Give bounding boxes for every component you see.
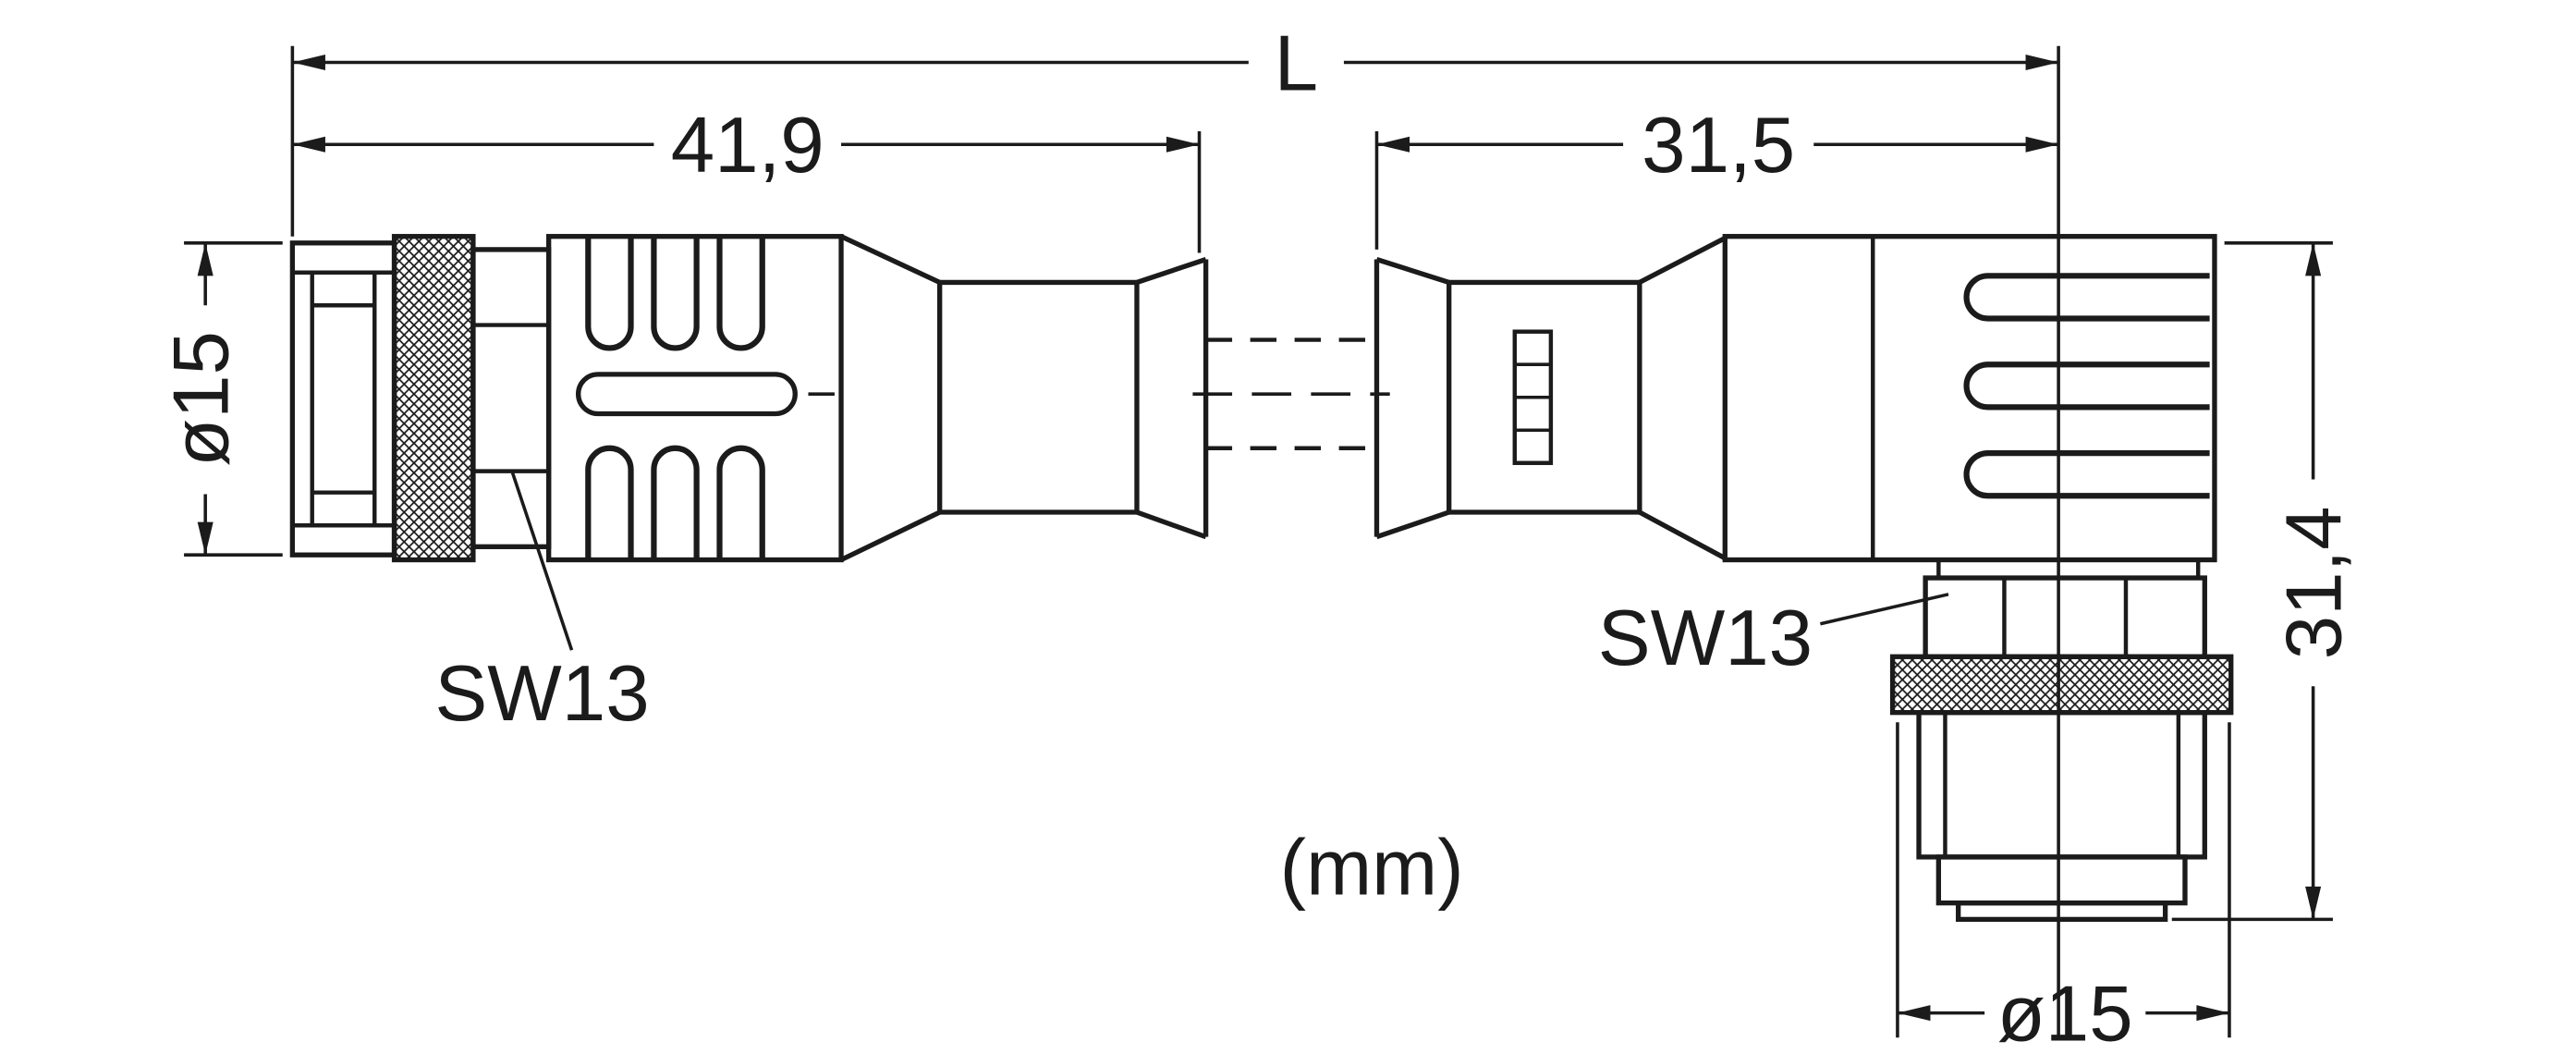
male-angled-connector-drawing	[1373, 234, 2234, 923]
left-wrench-leader	[510, 472, 574, 651]
dimension-overall-length	[290, 45, 2060, 1038]
right-boot	[1373, 257, 1640, 540]
dim-label-right-connector-length: 31,5	[1642, 102, 1795, 190]
label-left-wrench-size: SW13	[434, 650, 649, 738]
right-wrench-leader	[1819, 593, 1949, 626]
units-note: (mm)	[1280, 824, 1464, 912]
right-thread-body	[1916, 709, 2207, 860]
left-knurl-crosshatch	[391, 234, 476, 563]
right-knurl-crosshatch	[1889, 654, 2234, 716]
dimension-left-connector-length	[292, 131, 1202, 253]
dim-label-right-height: 31,4	[2270, 506, 2358, 659]
dim-label-left-connector-length: 41,9	[671, 102, 824, 190]
label-right-wrench-size: SW13	[1598, 594, 1813, 682]
right-body	[1722, 234, 2217, 563]
left-strain-relief-body	[545, 234, 844, 563]
left-boot	[839, 234, 1209, 562]
female-connector-drawing	[289, 234, 1209, 563]
right-hex-nut	[1923, 575, 2207, 659]
left-hex-nut	[470, 247, 552, 549]
dimension-right-height	[2171, 241, 2333, 922]
dimension-bottom-diameter	[1896, 722, 2231, 1038]
right-male-end	[1889, 559, 2234, 923]
dim-label-left-diameter: ø15	[158, 331, 246, 467]
dimension-left-diameter	[184, 241, 283, 557]
dimension-right-connector-length	[1374, 131, 2059, 250]
leader-lines	[510, 472, 1949, 651]
cable-break-lines	[1192, 337, 1390, 450]
dim-label-overall-length: L	[1275, 19, 1318, 107]
right-cable-clamp	[1512, 329, 1554, 465]
dim-label-bottom-diameter: ø15	[1997, 970, 2133, 1054]
right-taper	[1637, 236, 1727, 561]
female-socket-face	[289, 240, 397, 558]
